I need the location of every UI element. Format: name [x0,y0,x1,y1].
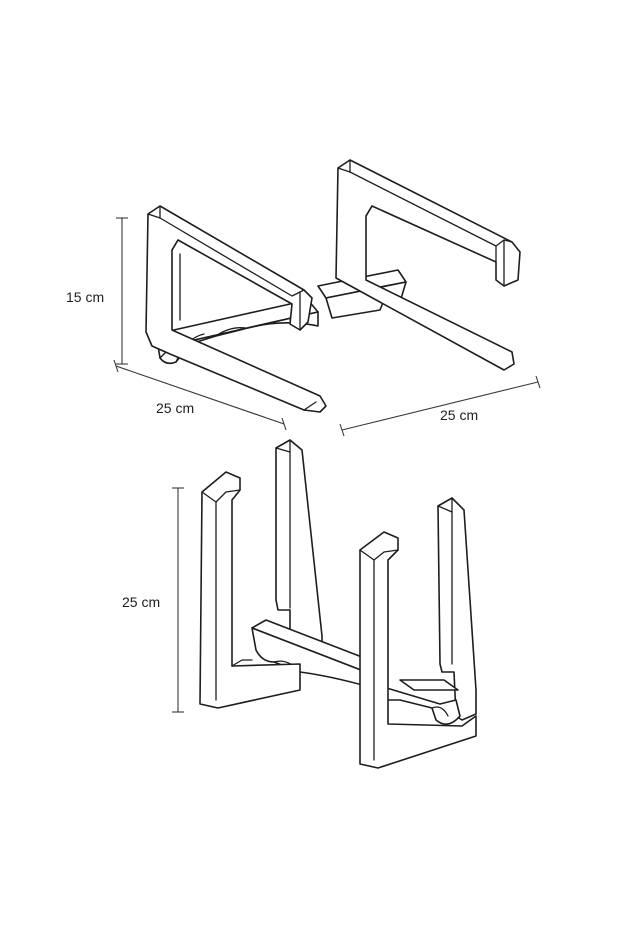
depth-dimension [113,359,287,431]
right-upright-panel [359,531,477,769]
width-label: 25 cm [440,407,478,423]
upright-height-dimension [172,487,184,713]
stand-flat-view: 15 cm 25 cm 25 cm [66,159,541,437]
width-dimension [339,375,541,437]
height-dimension [116,217,128,365]
upright-height-label: 25 cm [122,594,160,610]
upright-crossbar [251,619,461,725]
stand-upright-view: 25 cm [122,439,477,769]
left-upright-panel [199,471,301,709]
right-side-panel [335,159,521,371]
right-back-upright-panel [437,497,477,721]
height-label: 15 cm [66,289,104,305]
depth-label: 25 cm [156,400,194,416]
left-side-panel [145,205,327,413]
